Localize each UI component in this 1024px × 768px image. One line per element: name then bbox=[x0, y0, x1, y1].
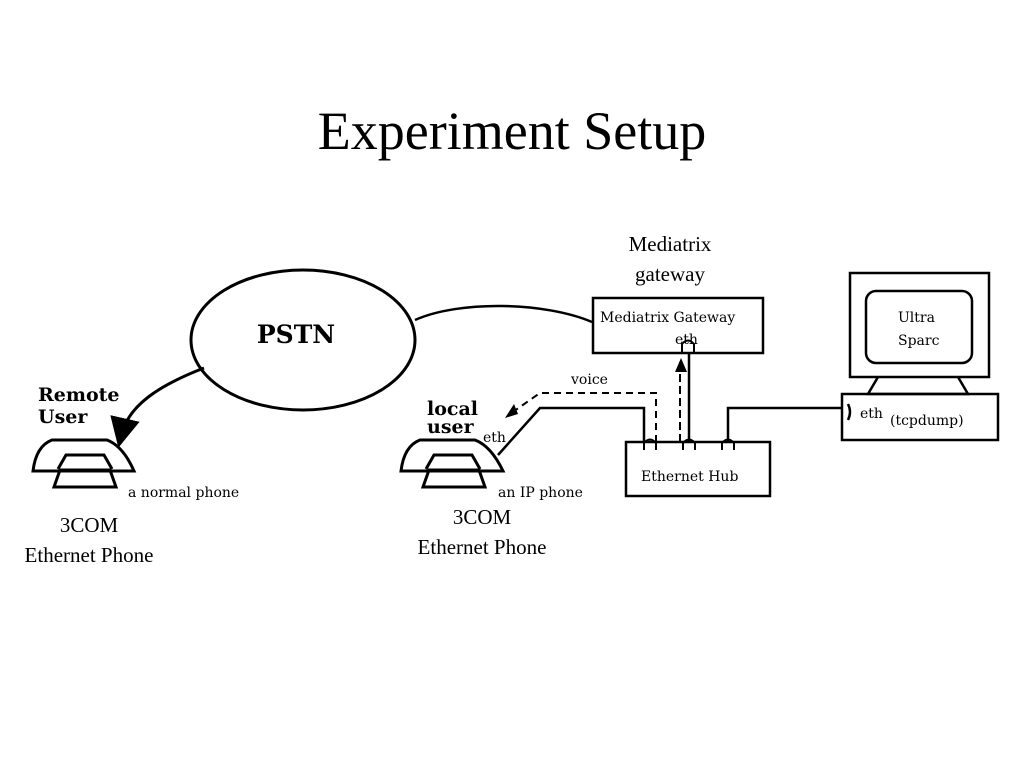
hub-to-ultrasparc-link bbox=[726, 406, 842, 442]
remote-phone-caption: 3COM Ethernet Phone bbox=[4, 510, 174, 570]
pstn-to-remote-link bbox=[110, 366, 205, 448]
ultrasparc-monitor bbox=[840, 271, 1000, 442]
ip-phone-icon bbox=[399, 438, 506, 489]
ethernet-hub-label: Ethernet Hub bbox=[641, 469, 738, 485]
gateway-caption-line2: gateway bbox=[635, 262, 705, 286]
voice-arrow-up bbox=[675, 358, 687, 372]
ultrasparc-label-line2: Sparc bbox=[898, 333, 940, 349]
pstn-ellipse bbox=[189, 268, 417, 412]
remote-user-label-line1: Remote bbox=[38, 384, 120, 406]
local-user-label-line1: local bbox=[427, 398, 478, 420]
mediatrix-gateway-box bbox=[591, 296, 765, 355]
voice-arrow-left bbox=[505, 404, 518, 418]
gateway-caption: Mediatrix gateway bbox=[595, 229, 745, 289]
ip-phone-label: an IP phone bbox=[498, 485, 583, 501]
remote-phone-caption-line1: 3COM bbox=[59, 513, 119, 537]
remote-phone-caption-line2: Ethernet Phone bbox=[24, 543, 154, 567]
local-phone-caption-line1: 3COM bbox=[452, 505, 512, 529]
slide-title: Experiment Setup bbox=[317, 101, 707, 161]
pstn-to-gateway-link bbox=[414, 304, 593, 324]
remote-phone-icon bbox=[31, 438, 137, 489]
mediatrix-gateway-label: Mediatrix Gateway bbox=[600, 310, 735, 326]
ultrasparc-label-line1: Ultra bbox=[898, 310, 935, 326]
tcpdump-label: (tcpdump) bbox=[890, 413, 964, 429]
remote-user-label-line2: User bbox=[38, 406, 88, 428]
ethernet-hub-box bbox=[624, 440, 772, 498]
local-eth-label: eth bbox=[483, 430, 506, 446]
local-phone-caption-line2: Ethernet Phone bbox=[417, 535, 547, 559]
ultrasparc-eth-label: eth bbox=[860, 406, 883, 422]
voice-path bbox=[509, 362, 681, 442]
ipphone-to-hub-link bbox=[497, 406, 646, 456]
local-phone-caption: 3COM Ethernet Phone bbox=[397, 502, 567, 562]
normal-phone-label: a normal phone bbox=[128, 485, 239, 501]
gateway-port-icon bbox=[681, 339, 695, 352]
pstn-label: PSTN bbox=[257, 320, 335, 349]
gateway-caption-line1: Mediatrix bbox=[628, 232, 712, 256]
local-user-label-line2: user bbox=[427, 416, 475, 438]
voice-label: voice bbox=[570, 372, 608, 388]
